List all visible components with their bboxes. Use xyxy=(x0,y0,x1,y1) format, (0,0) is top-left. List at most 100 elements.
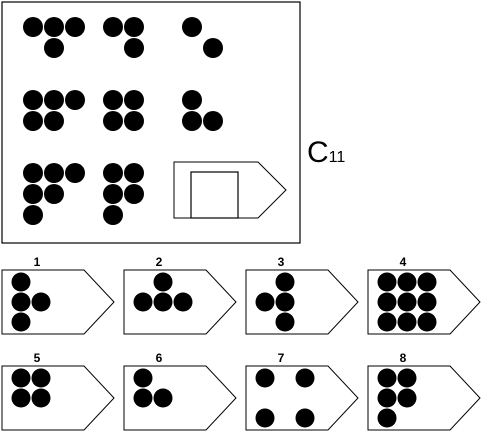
answer-option-outline xyxy=(367,365,481,431)
answer-option-label: 2 xyxy=(156,255,163,269)
answer-option-dot xyxy=(377,292,397,312)
answer-option-outline xyxy=(245,269,359,335)
answer-option-3[interactable]: 3 xyxy=(245,255,359,335)
answer-option-4[interactable]: 4 xyxy=(367,255,481,335)
matrix-dot xyxy=(124,111,144,131)
matrix-cell xyxy=(23,90,85,131)
answer-option-dot xyxy=(31,368,51,388)
answer-option-8[interactable]: 8 xyxy=(367,351,481,431)
answer-option-dot xyxy=(417,272,437,292)
matrix-dot xyxy=(23,205,43,225)
matrix-dot xyxy=(44,111,64,131)
answer-option-5[interactable]: 5 xyxy=(1,351,115,431)
answer-option-label: 1 xyxy=(34,255,41,269)
answer-option-2[interactable]: 2 xyxy=(123,255,237,335)
answer-option-dot xyxy=(153,292,173,312)
answer-option-dot xyxy=(377,408,397,428)
answer-option-label: 5 xyxy=(34,351,41,365)
matrix-dot xyxy=(103,163,123,183)
matrix-cell xyxy=(103,17,144,58)
answer-option-dot xyxy=(11,388,31,408)
answer-option-dot xyxy=(255,292,275,312)
matrix-dot xyxy=(124,163,144,183)
answer-option-dot xyxy=(417,312,437,332)
answer-option-dot xyxy=(275,272,295,292)
matrix-dot xyxy=(44,184,64,204)
answer-option-outline xyxy=(245,365,359,431)
matrix-cell xyxy=(23,17,85,58)
answer-option-label: 8 xyxy=(400,351,407,365)
answer-option-dot xyxy=(255,408,275,428)
answer-option-dot xyxy=(295,408,315,428)
matrix-dot xyxy=(182,90,202,110)
answer-option-dot xyxy=(397,388,417,408)
answer-option-dot xyxy=(11,312,31,332)
answer-option-outline xyxy=(1,269,115,335)
matrix-dot xyxy=(103,17,123,37)
matrix-dot xyxy=(203,111,223,131)
answer-option-dot xyxy=(133,368,153,388)
matrix-dot xyxy=(103,205,123,225)
matrix-dot xyxy=(103,90,123,110)
answer-options: 1 2 3 4 5 6 7 8 xyxy=(1,255,481,431)
answer-option-dot xyxy=(377,272,397,292)
answer-option-dot xyxy=(295,368,315,388)
answer-option-outline xyxy=(1,365,115,431)
answer-option-dot xyxy=(377,312,397,332)
matrix-dot xyxy=(65,17,85,37)
answer-option-dot xyxy=(31,388,51,408)
matrix-dot xyxy=(23,17,43,37)
matrix-dot xyxy=(182,111,202,131)
answer-option-1[interactable]: 1 xyxy=(1,255,115,335)
matrix-cell xyxy=(103,163,144,225)
matrix-dot xyxy=(203,38,223,58)
matrix-dot xyxy=(65,163,85,183)
answer-option-label: 3 xyxy=(278,255,285,269)
matrix-cell xyxy=(103,90,144,131)
matrix-cell xyxy=(182,17,223,58)
matrix-dot xyxy=(23,163,43,183)
matrix-dot xyxy=(124,90,144,110)
answer-option-dot xyxy=(397,312,417,332)
answer-option-label: 7 xyxy=(278,351,285,365)
matrix-dot xyxy=(124,38,144,58)
answer-option-dot xyxy=(417,292,437,312)
answer-option-dot xyxy=(377,368,397,388)
missing-piece-square xyxy=(190,171,239,219)
answer-slot-outline xyxy=(173,161,287,219)
answer-slot xyxy=(173,161,287,219)
matrix-dot xyxy=(44,38,64,58)
matrix-grid xyxy=(23,17,223,225)
answer-option-dot xyxy=(275,312,295,332)
answer-option-dot xyxy=(153,388,173,408)
answer-option-dot xyxy=(397,368,417,388)
matrix-dot xyxy=(44,90,64,110)
answer-option-dot xyxy=(11,368,31,388)
answer-option-label: 4 xyxy=(400,255,407,269)
answer-option-7[interactable]: 7 xyxy=(245,351,359,431)
answer-option-dot xyxy=(255,368,275,388)
puzzle-id: C11 xyxy=(307,136,345,169)
answer-option-dot xyxy=(31,292,51,312)
answer-option-dot xyxy=(133,388,153,408)
matrix-dot xyxy=(124,17,144,37)
answer-option-dot xyxy=(153,272,173,292)
matrix-dot xyxy=(182,17,202,37)
matrix-dot xyxy=(103,184,123,204)
matrix-dot xyxy=(65,90,85,110)
answer-option-dot xyxy=(397,292,417,312)
matrix-dot xyxy=(23,111,43,131)
matrix-dot xyxy=(44,163,64,183)
answer-option-dot xyxy=(397,272,417,292)
answer-option-dot xyxy=(275,292,295,312)
matrix-dot xyxy=(103,111,123,131)
answer-option-dot xyxy=(11,292,31,312)
answer-option-dot xyxy=(173,292,193,312)
matrix-dot xyxy=(124,184,144,204)
matrix-cell xyxy=(23,163,85,225)
answer-option-6[interactable]: 6 xyxy=(123,351,237,431)
puzzle-label: C xyxy=(307,136,329,169)
answer-option-dot xyxy=(11,272,31,292)
matrix-cell xyxy=(182,90,223,131)
